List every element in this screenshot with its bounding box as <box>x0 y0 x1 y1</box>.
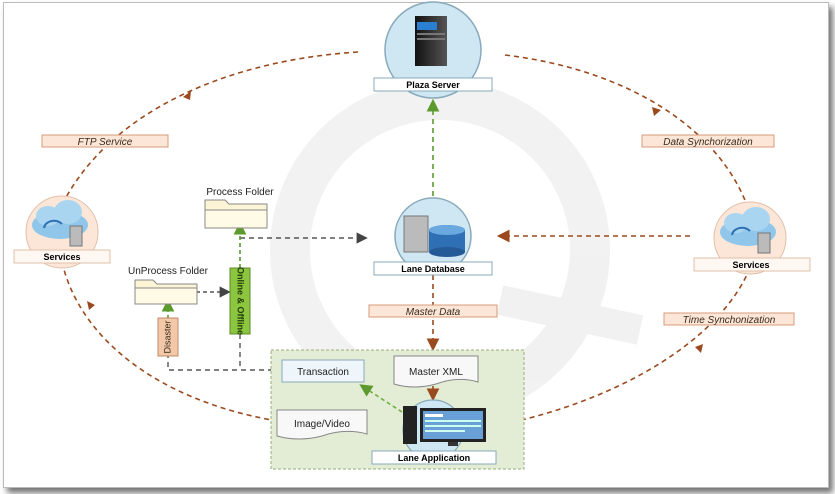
disaster-box: Disaster <box>157 317 179 357</box>
server-tower-icon <box>415 16 447 66</box>
time-sync-label: Time Synchonization <box>683 315 776 326</box>
cloud-services-icon <box>720 207 776 254</box>
data-sync-label: Data Synchorization <box>663 137 753 148</box>
arrow-head <box>183 91 191 100</box>
folder-icon <box>204 199 268 229</box>
image-video-doc[interactable]: Image/Video <box>276 409 368 440</box>
services-right-label: Services <box>732 260 769 270</box>
plaza-server-node[interactable]: Plaza Server <box>373 1 493 99</box>
online-offline-box: Online & Offline <box>229 267 251 335</box>
database-icon <box>403 215 465 257</box>
master-xml-label: Master XML <box>409 367 463 378</box>
process-folder-label: Process Folder <box>206 187 274 198</box>
lane-application-node[interactable]: Lane Application <box>371 399 497 465</box>
unprocess-folder[interactable]: UnProcess Folder <box>128 266 209 305</box>
lane-database-node[interactable]: Lane Database <box>373 197 493 276</box>
arrow-head <box>652 107 661 116</box>
disaster-label: Disaster <box>162 320 172 353</box>
ftp-service-label-box: FTP Service <box>41 134 169 148</box>
arrow-head <box>695 344 703 353</box>
master-data-label: Master Data <box>406 307 461 318</box>
cloud-services-icon <box>32 200 88 247</box>
folder-icon <box>134 279 198 305</box>
master-xml-doc[interactable]: Master XML <box>393 355 479 388</box>
data-sync-label-box: Data Synchorization <box>641 134 775 148</box>
services-right-node[interactable]: Services <box>693 201 811 275</box>
lane-database-label: Lane Database <box>401 264 465 274</box>
arrow-head <box>87 301 95 310</box>
services-left-label: Services <box>43 252 80 262</box>
services-left-node[interactable]: Services <box>13 195 111 269</box>
loop-arc-left-bottom <box>61 261 273 421</box>
time-sync-label-box: Time Synchonization <box>663 312 795 326</box>
online-offline-label: Online & Offline <box>236 267 246 335</box>
loop-arc-right-bottom <box>499 267 751 426</box>
desktop-computer-icon <box>403 406 486 446</box>
ftp-service-label: FTP Service <box>78 137 133 148</box>
transaction-to-disaster-line <box>167 356 282 371</box>
image-video-label: Image/Video <box>294 419 350 430</box>
loop-arc-right-top <box>504 54 749 209</box>
master-data-label-box: Master Data <box>368 304 498 318</box>
loop-arc-left-top <box>61 51 359 206</box>
transaction-label: Transaction <box>297 367 349 378</box>
plaza-server-label: Plaza Server <box>406 80 460 90</box>
app-to-transaction-arrow <box>359 384 403 413</box>
lane-application-label: Lane Application <box>398 453 470 463</box>
transaction-box[interactable]: Transaction <box>281 359 365 383</box>
unprocess-folder-label: UnProcess Folder <box>128 266 209 277</box>
process-folder[interactable]: Process Folder <box>204 187 274 229</box>
